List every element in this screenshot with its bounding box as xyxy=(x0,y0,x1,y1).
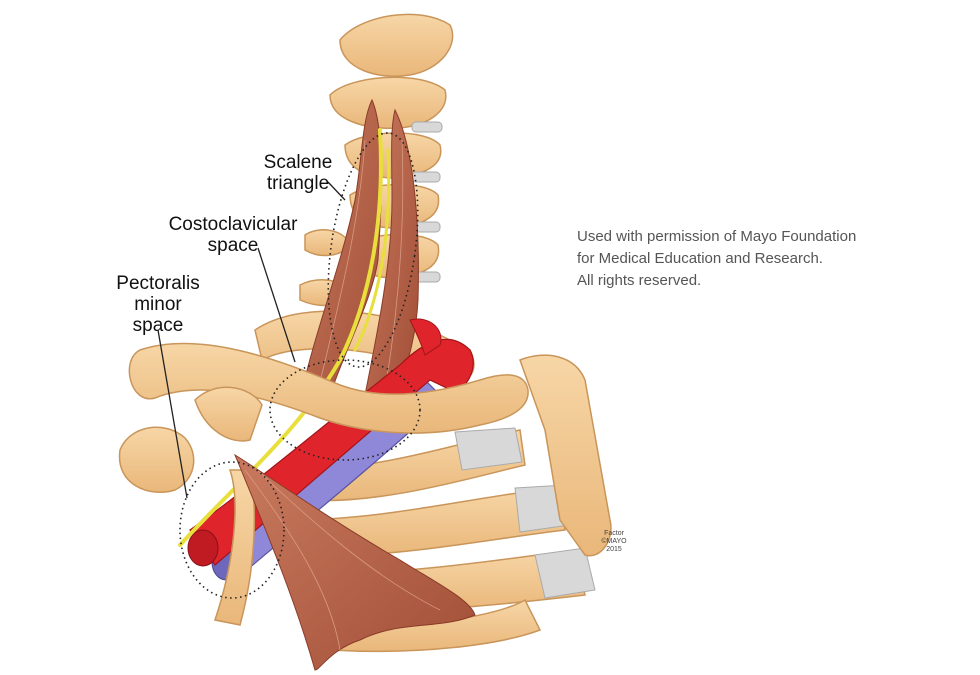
pectoralis-label-line1: Pectoralis xyxy=(116,273,200,294)
region-outlines xyxy=(179,132,421,599)
scalene-leader xyxy=(327,181,346,201)
pectoralis-label-line3: space xyxy=(132,315,184,336)
sternum xyxy=(519,354,612,557)
scalene-muscles xyxy=(299,98,419,401)
pectoralis-minor-space-label: Pectoralis minor space xyxy=(103,273,213,336)
scapula xyxy=(118,386,263,626)
copyright-notice: Used with permission of Mayo Foundation … xyxy=(577,226,917,292)
credit-line-3: All rights reserved. xyxy=(577,272,702,289)
pectoralis-leader xyxy=(157,329,188,499)
scalene-triangle-outline xyxy=(327,132,419,368)
scalene-label-line2: triangle xyxy=(266,173,330,194)
scalene-label-line1: Scalene xyxy=(263,152,333,173)
costoclavicular-space-outline xyxy=(269,359,421,461)
pectoralis-minor-space-outline xyxy=(179,461,285,599)
costoclavicular-leader xyxy=(257,247,296,363)
pectoralis-minor-muscle xyxy=(233,453,476,671)
artist-signature: Factor ©MAYO 2015 xyxy=(594,530,634,554)
signature-line-3: 2015 xyxy=(606,546,622,553)
pectoralis-label-line2: minor xyxy=(134,294,182,315)
costoclavicular-label-line2: space xyxy=(207,235,259,256)
leader-lines xyxy=(157,181,346,499)
signature-line-2: ©MAYO xyxy=(601,538,627,545)
costal-cartilage xyxy=(454,427,596,599)
costoclavicular-label-line1: Costoclavicular xyxy=(168,214,298,235)
credit-line-2: for Medical Education and Research. xyxy=(577,250,823,267)
scalene-triangle-label: Scalene triangle xyxy=(248,152,348,194)
signature-line-1: Factor xyxy=(604,530,624,537)
costoclavicular-space-label: Costoclavicular space xyxy=(158,214,308,256)
intervertebral-discs xyxy=(411,121,443,283)
clavicle xyxy=(128,342,529,434)
credit-line-1: Used with permission of Mayo Foundation xyxy=(577,228,857,245)
